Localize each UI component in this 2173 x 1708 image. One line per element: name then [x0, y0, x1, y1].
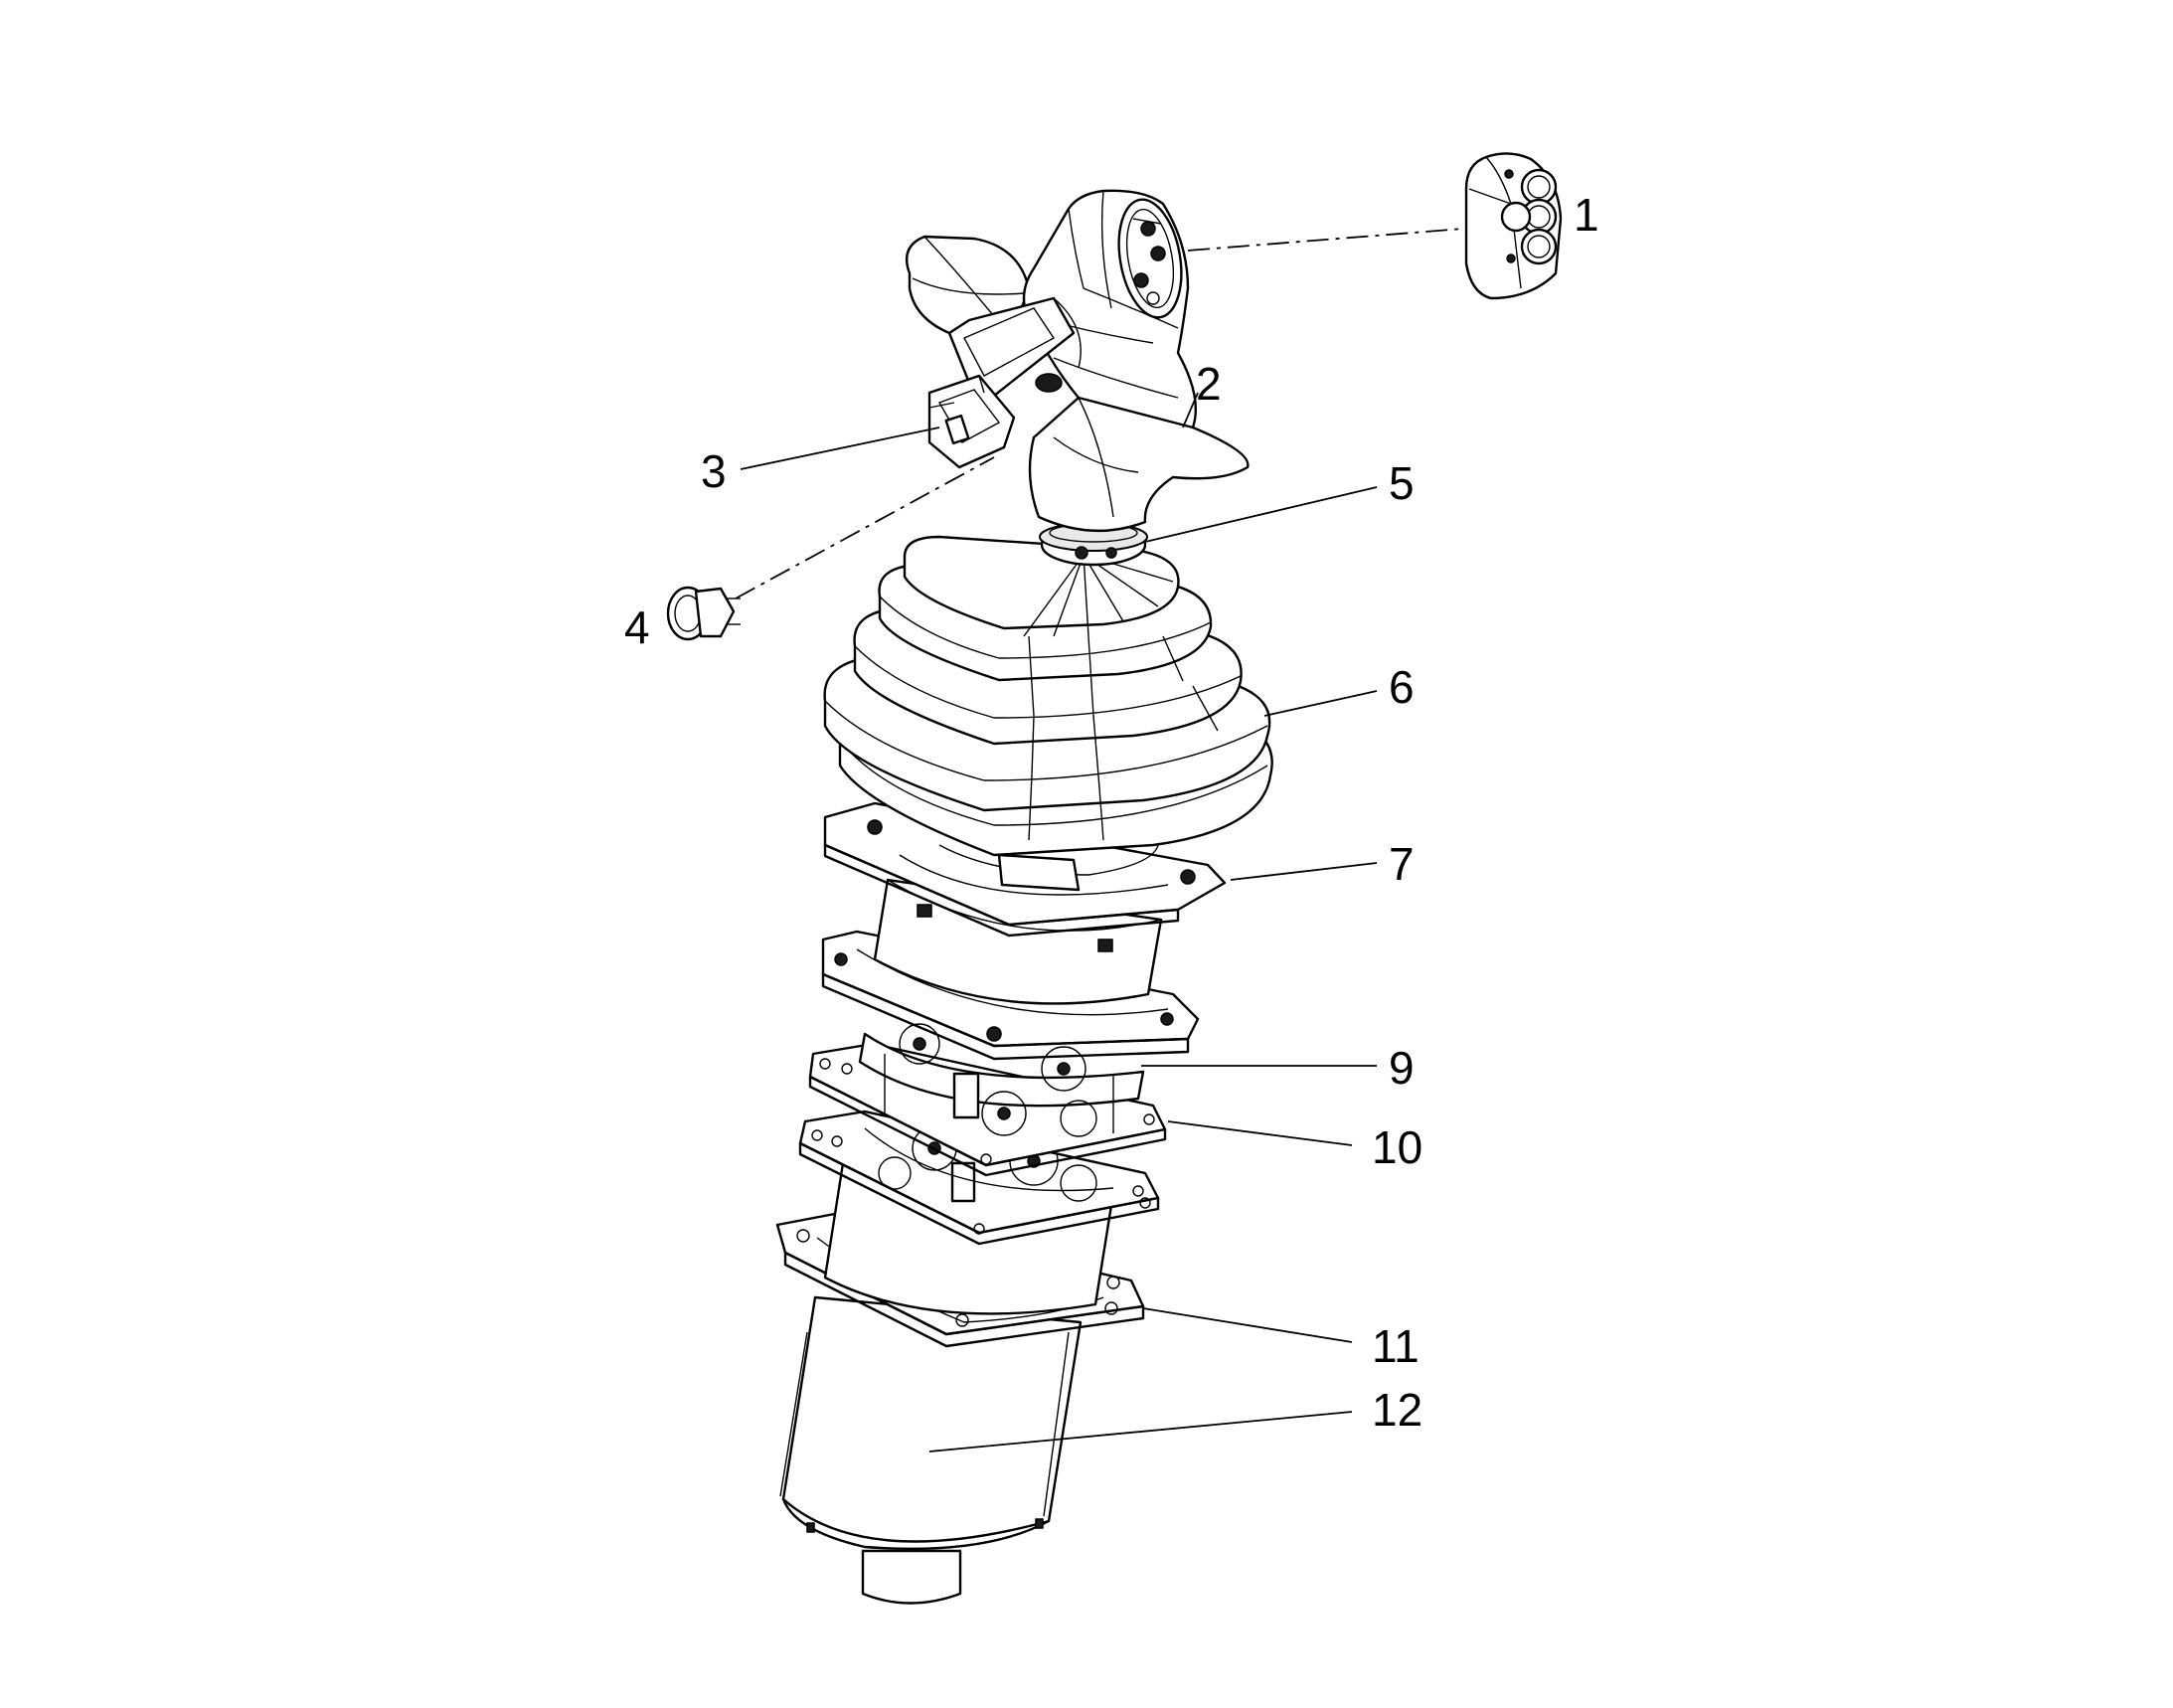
- leader-5: [1144, 486, 1378, 543]
- callout-4: 4: [624, 601, 650, 653]
- leader-11: [1142, 1307, 1353, 1343]
- callout-7: 7: [1389, 838, 1415, 890]
- part-1-button-cap: [1464, 152, 1563, 300]
- callout-2: 2: [1196, 358, 1222, 410]
- callout-1: 1: [1574, 189, 1599, 241]
- callout-11: 11: [1372, 1320, 1420, 1372]
- leader-10: [1167, 1120, 1353, 1146]
- callout-6: 6: [1389, 661, 1415, 713]
- leader-6: [1263, 690, 1378, 717]
- part-6-bellows: [823, 535, 1273, 857]
- leader-3: [740, 427, 940, 470]
- part-12-base-housing: [779, 1295, 1083, 1605]
- assembly-axis-part-1: [1187, 228, 1464, 252]
- callout-labels: 1 2 3 4 5 6 7 9 10 11 12: [624, 189, 1599, 1436]
- callout-9: 9: [1389, 1042, 1415, 1094]
- part-4-push-button: [666, 586, 741, 641]
- callout-12: 12: [1372, 1384, 1422, 1436]
- part-2-grip-handle: [905, 189, 1250, 533]
- leader-lines: [740, 392, 1378, 1452]
- callout-5: 5: [1389, 457, 1415, 509]
- callout-3: 3: [701, 445, 727, 497]
- part-7-upper-ring: [823, 801, 1227, 1005]
- leader-7: [1230, 862, 1378, 881]
- callout-10: 10: [1372, 1121, 1422, 1173]
- part-9-gimbal-plate: [808, 1023, 1167, 1177]
- leader-2: [1182, 392, 1199, 428]
- leader-12: [928, 1411, 1353, 1452]
- assembly-axis-part-4: [735, 456, 995, 599]
- gimbal-mechanism: [858, 1023, 1145, 1137]
- part-3-switch-module: [927, 374, 1016, 469]
